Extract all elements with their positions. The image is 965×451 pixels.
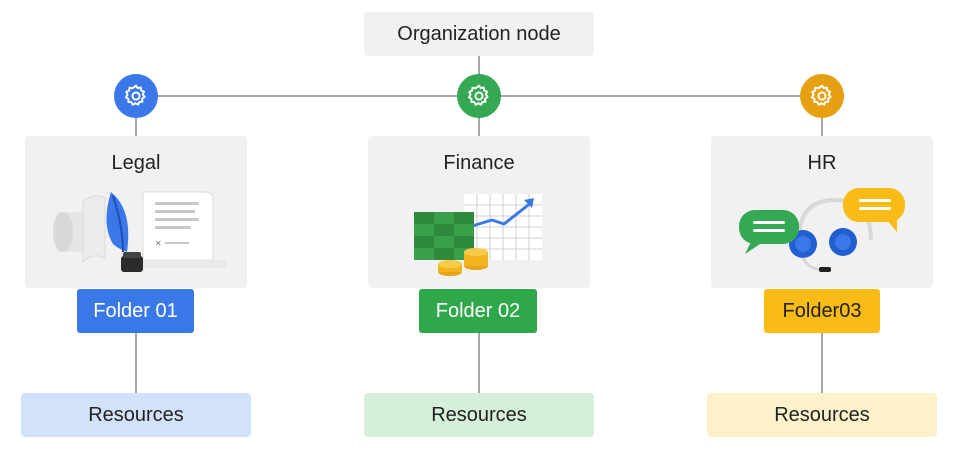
connector-finance-folder-to-resources — [478, 333, 480, 393]
department-title-finance: Finance — [443, 152, 515, 174]
legal-gear-icon — [114, 74, 158, 118]
department-title-legal: Legal — [111, 152, 161, 174]
resources-finance: Resources — [364, 393, 594, 437]
department-card-legal: Legal ✕ — [25, 136, 247, 288]
hr-headset-chat-icon — [739, 188, 905, 272]
organization-node: Organization node — [364, 12, 594, 56]
svg-text:✕: ✕ — [155, 239, 162, 248]
connector-hr-gear-to-card — [821, 116, 823, 136]
connector-legal-folder-to-resources — [135, 333, 137, 393]
folder-legal: Folder 01 — [77, 289, 194, 333]
folder-hr: Folder03 — [764, 289, 880, 333]
department-title-hr: HR — [807, 152, 837, 174]
legal-document-quill-icon: ✕ — [53, 191, 227, 272]
finance-chart-money-icon — [414, 194, 542, 276]
department-card-finance: Finance — [368, 136, 590, 288]
department-card-hr: HR — [711, 136, 933, 288]
hr-gear-icon — [800, 74, 844, 118]
connector-legal-gear-to-card — [135, 116, 137, 136]
connector-finance-gear-to-card — [478, 116, 480, 136]
finance-gear-icon — [457, 74, 501, 118]
resources-legal: Resources — [21, 393, 251, 437]
resources-hr: Resources — [707, 393, 937, 437]
folder-finance: Folder 02 — [419, 289, 537, 333]
connector-hr-folder-to-resources — [821, 333, 823, 393]
